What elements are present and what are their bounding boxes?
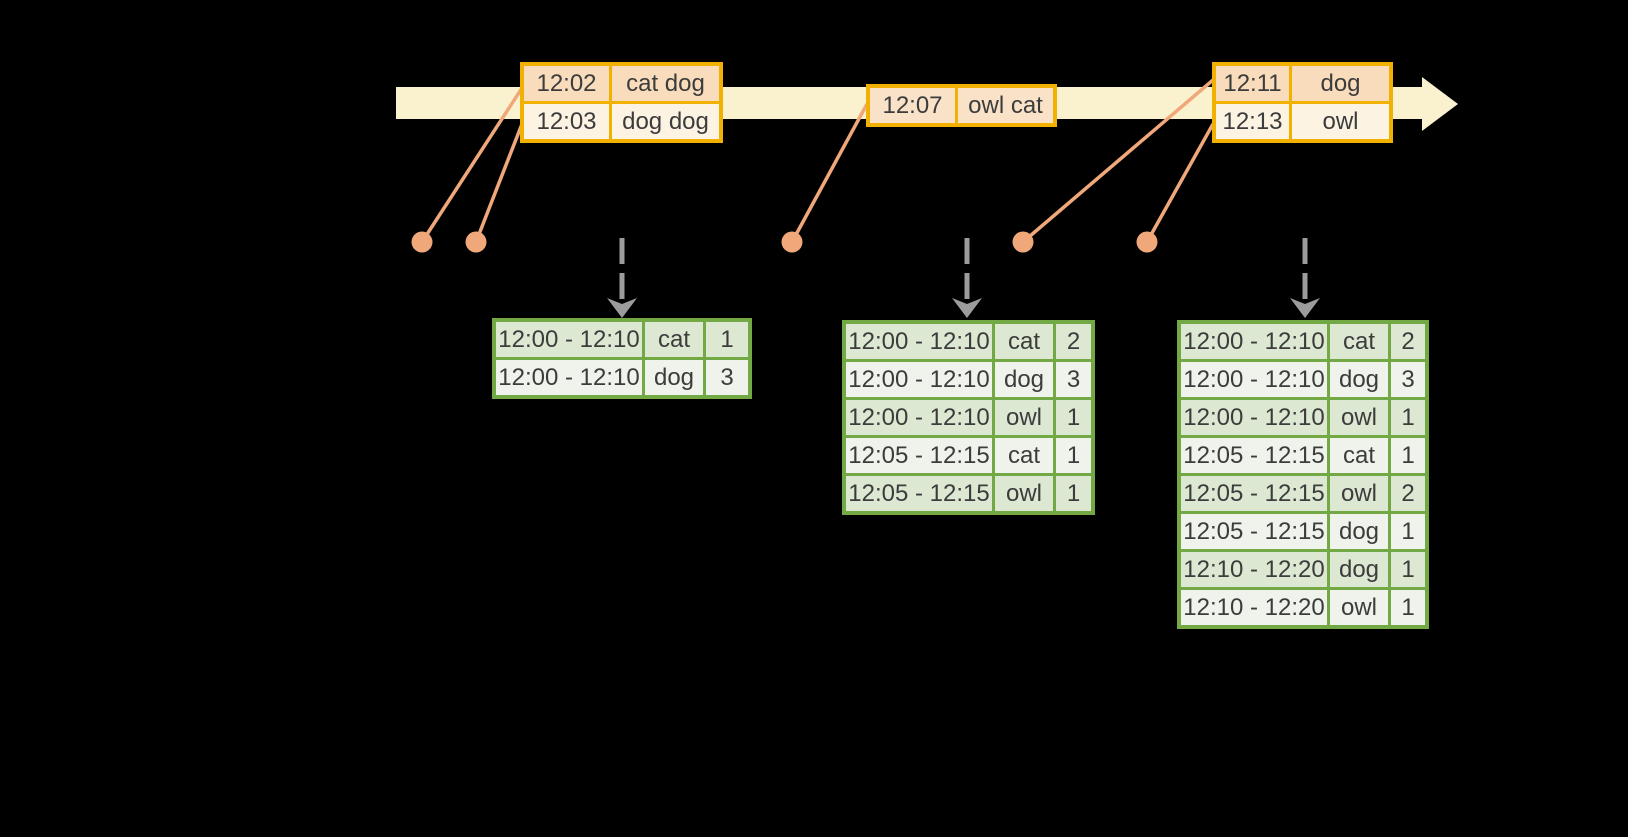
event-time-cell: 12:11 <box>1216 66 1289 101</box>
window-cell: 12:05 - 12:15 <box>1181 514 1327 549</box>
count-cell: 2 <box>1056 324 1091 359</box>
window-cell: 12:00 - 12:10 <box>496 360 642 395</box>
word-cell: cat <box>995 324 1053 359</box>
count-cell: 1 <box>1056 438 1091 473</box>
word-cell: dog <box>995 362 1053 397</box>
window-cell: 12:00 - 12:10 <box>846 324 992 359</box>
event-time-cell: 12:13 <box>1216 104 1289 139</box>
word-cell: dog <box>1330 362 1388 397</box>
event-words-cell: owl <box>1292 104 1389 139</box>
event-connector-line <box>790 103 869 243</box>
count-cell: 2 <box>1391 324 1425 359</box>
event-connector-line <box>474 123 524 243</box>
word-cell: owl <box>1330 400 1388 435</box>
count-cell: 1 <box>706 322 748 357</box>
event-time-cell: 12:07 <box>870 88 955 123</box>
event-words-cell: dog <box>1292 66 1389 101</box>
count-cell: 1 <box>1391 514 1425 549</box>
count-cell: 1 <box>1391 590 1425 625</box>
window-cell: 12:05 - 12:15 <box>1181 438 1327 473</box>
timeline-dot <box>1136 231 1158 253</box>
window-cell: 12:10 - 12:20 <box>1181 590 1327 625</box>
window-cell: 12:00 - 12:10 <box>1181 324 1327 359</box>
word-cell: owl <box>995 476 1053 511</box>
word-cell: cat <box>1330 438 1388 473</box>
count-cell: 1 <box>1391 552 1425 587</box>
count-cell: 3 <box>1391 362 1425 397</box>
trigger-arrow-icon <box>952 298 982 318</box>
window-cell: 12:00 - 12:10 <box>846 362 992 397</box>
count-cell: 1 <box>1056 400 1091 435</box>
event-words-cell: cat dog <box>612 66 719 101</box>
trigger-arrow-icon <box>607 298 637 318</box>
window-cell: 12:05 - 12:15 <box>846 438 992 473</box>
window-cell: 12:05 - 12:15 <box>1181 476 1327 511</box>
count-cell: 2 <box>1391 476 1425 511</box>
word-cell: dog <box>645 360 703 395</box>
event-connector-line <box>1145 123 1215 243</box>
count-cell: 1 <box>1391 400 1425 435</box>
word-cell: dog <box>1330 552 1388 587</box>
count-cell: 1 <box>1391 438 1425 473</box>
timeline-dot <box>781 231 803 253</box>
window-cell: 12:10 - 12:20 <box>1181 552 1327 587</box>
event-time-cell: 12:03 <box>524 104 609 139</box>
count-cell: 1 <box>1056 476 1091 511</box>
window-cell: 12:00 - 12:10 <box>1181 362 1327 397</box>
window-cell: 12:00 - 12:10 <box>846 400 992 435</box>
timeline-arrowhead-icon <box>1422 77 1458 131</box>
window-cell: 12:00 - 12:10 <box>1181 400 1327 435</box>
word-cell: cat <box>1330 324 1388 359</box>
timeline-dot <box>411 231 433 253</box>
event-connector-line <box>420 87 524 243</box>
word-cell: owl <box>995 400 1053 435</box>
timeline-dot <box>465 231 487 253</box>
count-cell: 3 <box>1056 362 1091 397</box>
window-cell: 12:05 - 12:15 <box>846 476 992 511</box>
event-connector-line <box>1021 78 1215 244</box>
event-words-cell: owl cat <box>958 88 1053 123</box>
count-cell: 3 <box>706 360 748 395</box>
event-time-cell: 12:02 <box>524 66 609 101</box>
word-cell: owl <box>1330 476 1388 511</box>
timeline-dot <box>1012 231 1034 253</box>
word-cell: owl <box>1330 590 1388 625</box>
trigger-arrow-icon <box>1290 298 1320 318</box>
word-cell: dog <box>1330 514 1388 549</box>
event-words-cell: dog dog <box>612 104 719 139</box>
word-cell: cat <box>645 322 703 357</box>
window-cell: 12:00 - 12:10 <box>496 322 642 357</box>
word-cell: cat <box>995 438 1053 473</box>
